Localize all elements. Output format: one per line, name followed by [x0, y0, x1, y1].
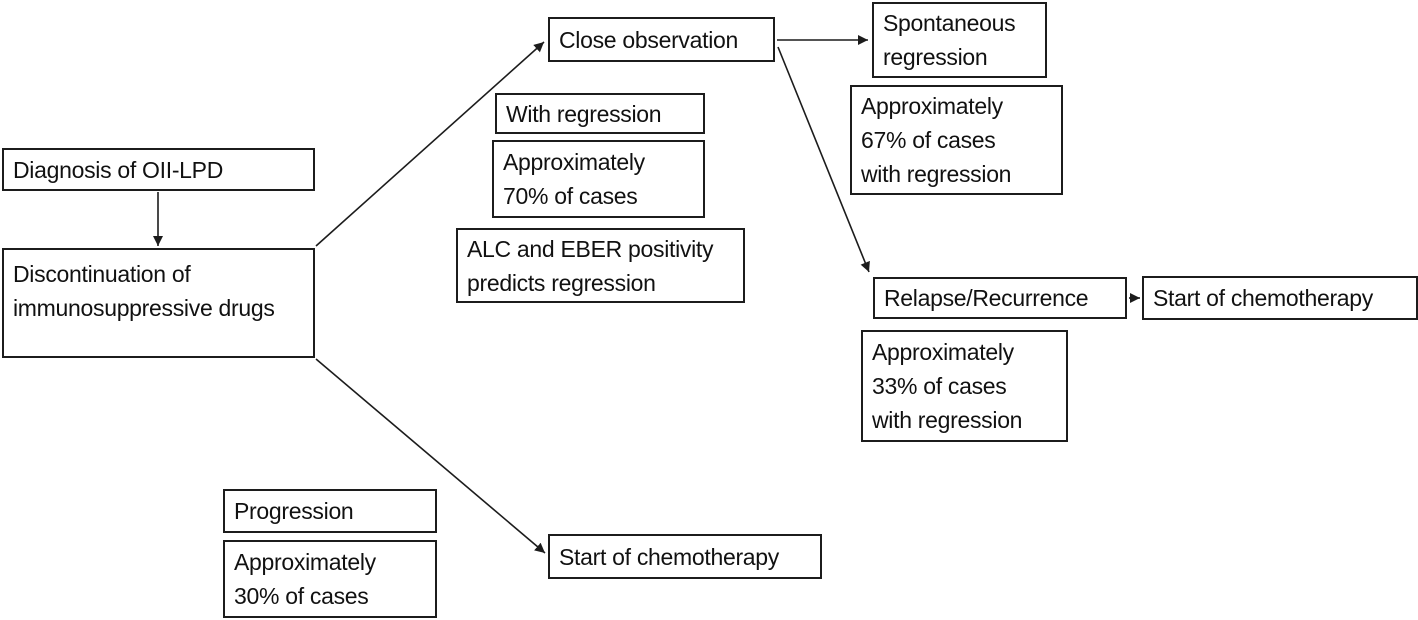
node-start-chemotherapy-lower-label: Start of chemotherapy: [559, 543, 779, 570]
node-approx-70-percent-label: Approximately 70% of cases: [503, 149, 645, 209]
node-with-regression-label: With regression: [506, 100, 662, 127]
node-approx-70-percent: Approximately 70% of cases: [492, 140, 705, 218]
node-approx-30-percent: Approximately 30% of cases: [223, 540, 437, 618]
node-alc-eber-positivity-label: ALC and EBER positivity predicts regress…: [467, 235, 714, 296]
node-progression: Progression: [223, 489, 437, 533]
node-progression-label: Progression: [234, 498, 354, 524]
node-start-chemotherapy-upper-label: Start of chemotherapy: [1153, 285, 1373, 311]
node-approx-33-percent-label: Approximately 33% of cases with regressi…: [872, 339, 1023, 433]
node-approx-67-percent: Approximately 67% of cases with regressi…: [850, 85, 1063, 195]
node-discontinuation: Discontinuation of immunosuppressive dru…: [2, 248, 315, 358]
node-start-chemotherapy-upper: Start of chemotherapy: [1142, 276, 1418, 320]
node-with-regression: With regression: [495, 93, 705, 134]
node-alc-eber-positivity: ALC and EBER positivity predicts regress…: [456, 228, 745, 303]
node-relapse-recurrence: Relapse/Recurrence: [873, 277, 1127, 319]
node-spontaneous-regression-label: Spontaneous regression: [883, 10, 1016, 70]
node-approx-30-percent-label: Approximately 30% of cases: [234, 549, 376, 609]
node-start-chemotherapy-lower: Start of chemotherapy: [548, 534, 822, 579]
node-close-observation-label: Close observation: [559, 26, 739, 53]
node-spontaneous-regression: Spontaneous regression: [872, 2, 1047, 78]
node-diagnosis: Diagnosis of OII-LPD: [2, 148, 315, 191]
node-diagnosis-label: Diagnosis of OII-LPD: [13, 156, 224, 183]
node-close-observation: Close observation: [548, 17, 775, 62]
node-approx-67-percent-label: Approximately 67% of cases with regressi…: [861, 93, 1012, 187]
node-discontinuation-label: Discontinuation of immunosuppressive dru…: [13, 261, 275, 321]
node-relapse-recurrence-label: Relapse/Recurrence: [884, 285, 1089, 311]
node-approx-33-percent: Approximately 33% of cases with regressi…: [861, 330, 1068, 442]
